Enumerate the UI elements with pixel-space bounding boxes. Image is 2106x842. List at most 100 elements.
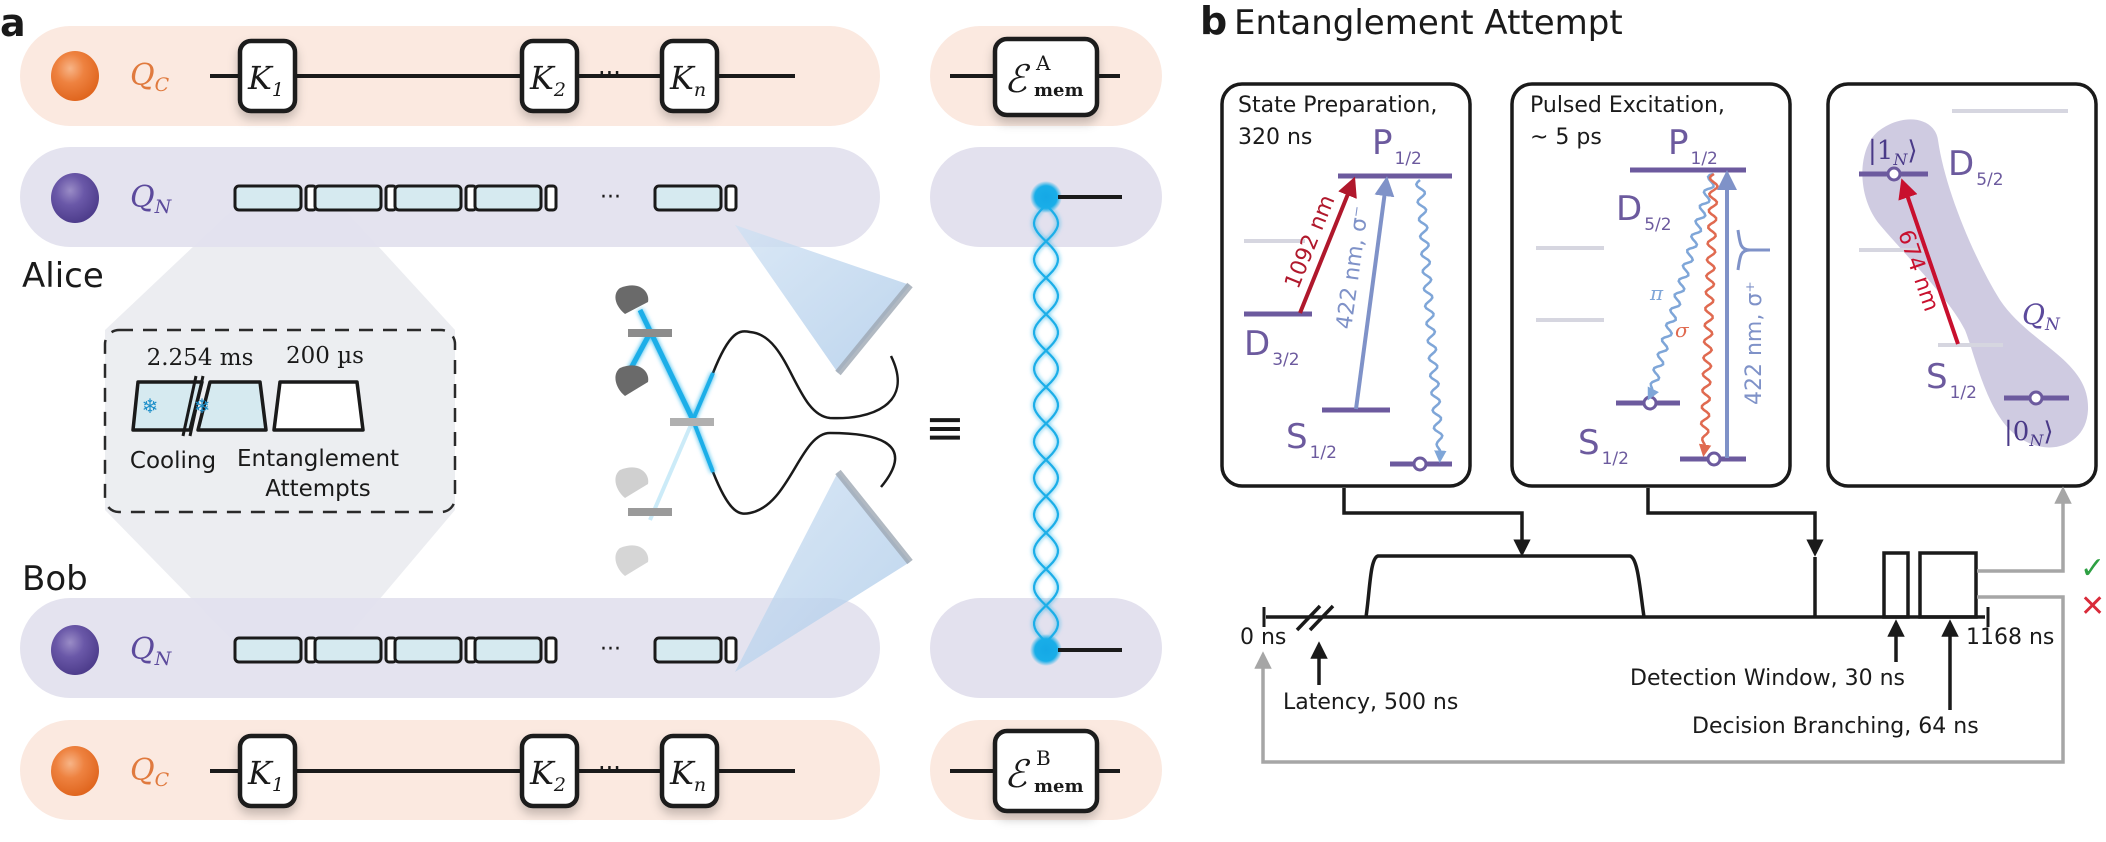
spontaneous-decay [1414,179,1447,463]
cross-icon: ✕ [2080,589,2105,624]
gate-label: Kn [669,754,706,796]
qn-ion-orb-alice [51,173,99,223]
panel-b: b Entanglement Attempt State Preparation… [1200,0,2105,764]
detector-icon [615,365,649,396]
gate-box [659,733,720,809]
beam-splitter [670,418,714,426]
svg-text:mem: mem [1034,80,1084,101]
fiber-bob [711,431,897,515]
attempts-label-line1: Entanglement [237,446,399,472]
cooling-pulse [233,184,303,212]
laser-1092 [1298,176,1357,314]
cooling-pulse [393,636,463,664]
pulsed-excitation-connector [1646,488,1824,557]
svg-text:State Preparation,: State Preparation, [1238,93,1437,118]
attempt-pulse [724,636,738,664]
detector-icon [615,545,649,576]
alice-label: Alice [22,256,104,296]
cooling-pulse [233,636,303,664]
qn-label-bob: QN [130,632,173,670]
gate-kn: Kn [659,38,720,114]
attempt-pulse [724,184,738,212]
photon-qubit-bob [1030,634,1062,666]
panel-b-label: b [1200,0,1227,43]
cooling-pulse [653,184,723,212]
state-marker [1886,166,1902,182]
latency-label: Latency, 500 ns [1283,690,1458,715]
pi-photon [1647,172,1715,401]
qn-label-alice: QN [130,180,173,218]
gate-box [237,38,298,114]
gate-box [237,733,298,809]
retry-loop[interactable] [1254,595,2065,764]
photon-path [637,308,696,422]
ellipsis: ··· [600,637,621,662]
qc-label-alice: QC [130,58,170,96]
gate-label: K2 [529,59,566,101]
qn-pulse-trains: ··· ··· [233,184,738,664]
break-mark [1295,604,1322,632]
qc-label-bob: QC [130,753,170,791]
equivalence-symbol: ≡ [925,400,965,456]
svg-text:Pulsed Excitation,: Pulsed Excitation, [1530,93,1725,118]
cooling-pulse [393,184,463,212]
gate-k1: K1 [237,38,298,114]
memory-channel-bob: ℰ B mem [950,728,1120,814]
bell-state-analyzer [615,285,715,576]
gate-box [519,733,580,809]
helix-strand [1032,204,1060,641]
gate-k2: K2 [519,38,580,114]
ket-0n: |0N⟩ [2004,417,2053,450]
state-prep-connector [1342,488,1531,557]
state-marker [2028,390,2044,406]
gate-label: K1 [247,59,284,101]
attempts-duration: 200 µs [286,343,364,369]
gate-k2: K2 [519,733,580,809]
success-branch[interactable] [1977,486,2072,573]
qc-ion-orb-bob [51,746,99,796]
memory-channel-alice: ℰ A mem [950,36,1120,118]
cooling-pulse [473,636,543,664]
cooling-label: Cooling [130,448,216,474]
svg-text:~ 5 ps: ~ 5 ps [1530,125,1602,150]
fiber-alice [711,330,899,420]
sigma-photon [1698,172,1719,457]
attempt-pulse [544,636,558,664]
bob-label: Bob [22,559,88,599]
memory-channel-symbol: ℰ [1004,57,1031,101]
timeline: 0 ns 1168 ns Latency, 500 ns Detection W… [1240,551,2054,739]
decision-branching-block [1918,551,1978,619]
svg-text:B: B [1036,746,1051,770]
ellipsis: ··· [600,185,621,210]
ellipsis: ··· [598,754,621,782]
qn-label: QN [2022,298,2061,335]
detection-window-block [1882,551,1910,619]
timeline-start-label: 0 ns [1240,625,1286,650]
timeline-end-label: 1168 ns [1966,625,2054,650]
laser-674 [1898,178,1960,345]
gate-kn: Kn [659,733,720,809]
pulse-shape-icon [1736,229,1770,271]
panel-b-title: Entanglement Attempt [1234,3,1623,43]
attempt-pulse [544,184,558,212]
snowflake-icon: ❄ [194,394,211,418]
attempts-block [272,380,365,432]
cooling-pulse [473,184,543,212]
svg-text:π: π [1649,281,1664,305]
svg-text:mem: mem [1034,776,1084,797]
decision-branching-label: Decision Branching, 64 ns [1692,714,1979,739]
cooling-block-right [196,380,268,432]
svg-text:320 ns: 320 ns [1238,125,1312,150]
ellipsis: ··· [598,59,621,87]
